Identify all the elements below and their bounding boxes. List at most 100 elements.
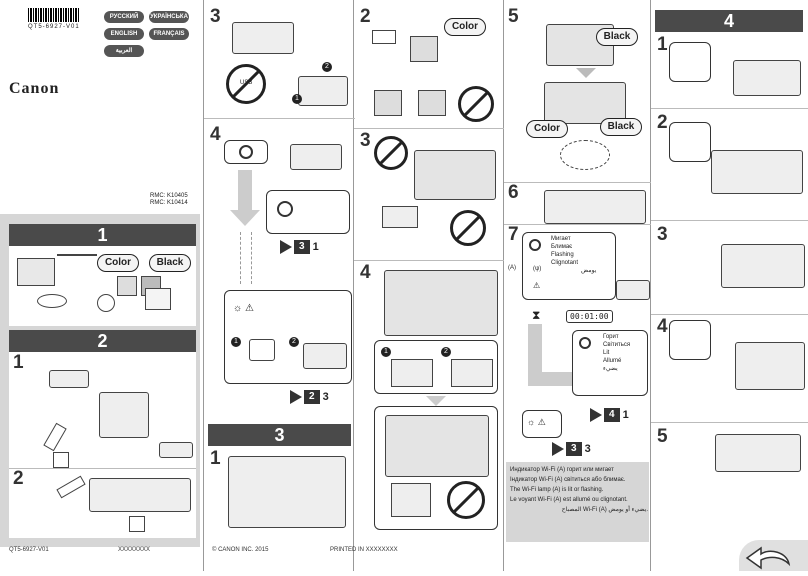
c4-step-5: 5 [657, 426, 668, 447]
barcode [28, 8, 80, 22]
timer-display: 00:01:00 [566, 310, 613, 323]
blink-power-icon [529, 239, 541, 251]
wifi-note-uk: Індикатор Wi-Fi (A) світиться або блимає… [510, 477, 626, 483]
blink-state-ru: Мигает [551, 236, 571, 242]
c1-badge-1: 1 [292, 94, 302, 104]
back-arrow-svg [745, 546, 791, 570]
rmc-1: RMC: K10405 [150, 193, 188, 199]
c2-subpanel: 1 2 [374, 340, 498, 394]
arrow-curve [57, 254, 97, 256]
footer-x: XXXXXXXX [118, 547, 151, 553]
c3-step-6: 6 [508, 182, 519, 203]
c3-gray-elbow [528, 324, 542, 384]
wifi-note-panel: Индикатор Wi-Fi (A) горит или мигает Інд… [506, 462, 649, 542]
c2-step-3: 3 [360, 130, 371, 151]
down-arrow [238, 170, 252, 210]
lang-ukrainian[interactable]: УКРАЇНСЬКА [149, 11, 189, 23]
c3-close-cover [544, 190, 646, 224]
power-hold-icon [249, 339, 275, 361]
error-box: ☼ ⚠ 1 2 [224, 290, 352, 384]
c2-lock-right [451, 359, 493, 387]
divider [354, 260, 504, 261]
c2-insert-icon [382, 206, 418, 228]
c3-lit-box: Горит Світиться Lit Allumé يضيء [572, 330, 648, 396]
section-2-panel: 1 2 [9, 352, 196, 538]
box-icon [17, 258, 55, 286]
label-color: Color [97, 254, 139, 272]
cd-icon [97, 294, 115, 312]
wifi-lamp-icon: (ψ) [533, 266, 542, 272]
error-badge-1: 1 [231, 337, 241, 347]
c4-printer-output [715, 434, 801, 472]
s2-printer-right [159, 442, 193, 458]
box-contents-panel: Color Black [9, 246, 196, 326]
column-4: 5 Black Color Black 6 7 Мигает Блимає Fl… [504, 0, 651, 571]
blink-state-uk: Блимає [551, 244, 573, 250]
c4-step-3: 3 [657, 224, 668, 245]
c4-printer-support [733, 60, 801, 96]
no-touch-3 [447, 481, 485, 519]
c4-paper-support-box [669, 42, 711, 82]
lit-state-fr: Allumé [603, 358, 622, 364]
c2-holder [414, 150, 496, 200]
lit-power-icon [579, 337, 591, 349]
down-arrow-head [230, 210, 260, 226]
c4-printer-load [721, 244, 805, 288]
section-4-header: 4 [655, 10, 803, 32]
power-button-box [224, 140, 268, 164]
c2-step-2: 2 [360, 6, 371, 27]
s2-printer-open [99, 392, 149, 438]
divider [651, 220, 808, 221]
lit-state-uk: Світиться [603, 342, 631, 348]
c2-holder-lift [384, 270, 498, 336]
alarm-lamp-icon-2: ☼ ⚠ [527, 417, 546, 427]
section-3-header: 3 [208, 424, 351, 446]
divider [504, 182, 651, 183]
c1-printer-connect [298, 76, 348, 106]
no-touch-2 [450, 210, 486, 246]
lang-english[interactable]: ENGLISH [104, 28, 144, 40]
dashed-down-arrow [240, 232, 252, 284]
c1-step-4: 4 [210, 124, 221, 145]
c2-cartridge [410, 36, 438, 62]
c1-printer-rear [232, 22, 294, 54]
cover-column: QT5-6927-V01 Canon РУССКИЙ УКРАЇНСЬКА EN… [0, 0, 200, 571]
lang-russian[interactable]: РУССКИЙ [104, 11, 144, 23]
wifi-note-ar: المصباح Wi-Fi (A) يضيء أو يومض. [561, 507, 648, 513]
c2-closed-holder [385, 415, 489, 477]
lang-french[interactable]: FRANÇAIS [149, 28, 189, 40]
s2-tape-icon [43, 422, 67, 452]
divider [9, 468, 196, 469]
c3-step-5: 5 [508, 6, 519, 27]
section-1-header: 1 [9, 224, 196, 246]
no-usb-sign [226, 64, 266, 104]
cartridge-color [117, 276, 137, 296]
no-touch-sign [458, 86, 494, 122]
c3-alarm-box: ☼ ⚠ [522, 410, 562, 438]
back-arrow-icon[interactable] [739, 540, 808, 571]
c1-printer-cover [228, 456, 346, 528]
hourglass-icon: ⧗ [532, 308, 541, 322]
power-icon [239, 145, 253, 159]
s2-tape-remove [56, 475, 86, 499]
blink-state-fr: Clignotant [551, 260, 579, 266]
footer-copyright: © CANON INC. 2015 [212, 547, 269, 553]
blink-state-en: Flashing [551, 252, 574, 258]
c2-badge-1: 1 [381, 347, 391, 357]
lang-arabic[interactable]: العربية [104, 45, 144, 57]
power-cord-icon [37, 294, 67, 308]
c2-label-color: Color [444, 18, 486, 36]
c1-printer-power [290, 144, 342, 170]
c2-latch [391, 483, 431, 517]
c4-guide-box [669, 122, 711, 162]
c3-printer-side [616, 280, 650, 300]
error-printer [303, 343, 347, 369]
footer-printed: PRINTED IN XXXXXXXX [330, 547, 398, 553]
c2-cart-mid [418, 90, 446, 116]
c3-label-color: Color [526, 120, 568, 138]
c1-badge-2: 2 [322, 62, 332, 72]
